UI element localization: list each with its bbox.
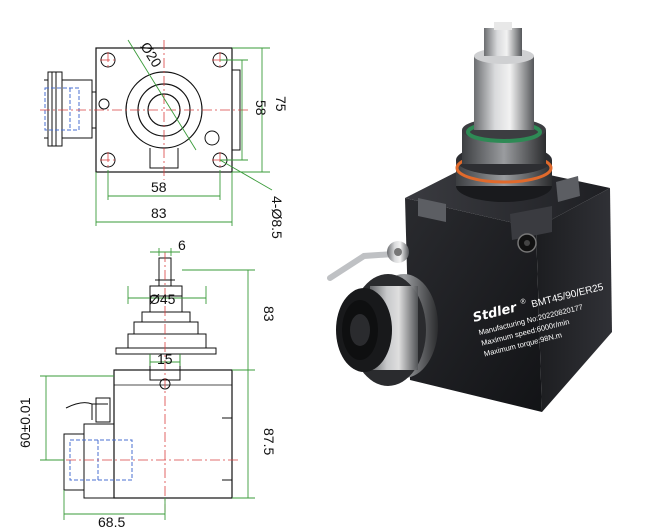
- product-photo: Stdler ® BMT45/90/ER25 Manufacturing No:…: [327, 22, 612, 412]
- dim-shank-height: 83: [261, 306, 277, 322]
- top-dimension-lines: [95, 39, 273, 226]
- dim-center-offset: 68.5: [98, 514, 125, 529]
- shank-cylinder: [474, 56, 534, 130]
- front-view: 6 Ø45 83 15 87.5 60±0.01 68.5: [17, 237, 277, 529]
- top-hidden-lines: [44, 87, 80, 131]
- body-side-face: [536, 188, 612, 412]
- brand-registered: ®: [520, 297, 528, 306]
- top-side-holder: [44, 71, 96, 147]
- dim-body-height: 87.5: [261, 428, 277, 455]
- dim-height-outer: 75: [273, 96, 289, 112]
- coolant-pipe: [327, 251, 397, 281]
- drive-tang: [484, 28, 522, 56]
- lug-block: [510, 206, 552, 240]
- dim-shank-dia: Ø45: [149, 291, 176, 307]
- dim-key-width: 6: [178, 237, 186, 253]
- lug-left: [418, 198, 446, 222]
- dim-height-inner: 58: [253, 100, 269, 116]
- top-center-lines: [40, 40, 250, 180]
- dim-slot-width: 15: [157, 351, 173, 367]
- dim-bore: Ø20: [137, 39, 165, 70]
- lug-right: [556, 176, 580, 202]
- dim-width-outer: 83: [151, 205, 167, 221]
- top-view: Ø20 75 58 58 83 4-Ø8.5: [40, 39, 289, 239]
- front-collet: [63, 397, 115, 499]
- front-center-lines: [48, 252, 240, 512]
- dim-holes: 4-Ø8.5: [269, 196, 285, 239]
- dim-center-height: 60±0.01: [17, 397, 33, 448]
- dim-width-inner: 58: [151, 179, 167, 195]
- front-body-right-lug: [222, 417, 233, 481]
- body-front-face: [405, 198, 542, 412]
- front-body: [113, 369, 233, 499]
- front-dimension-lines: [40, 248, 255, 520]
